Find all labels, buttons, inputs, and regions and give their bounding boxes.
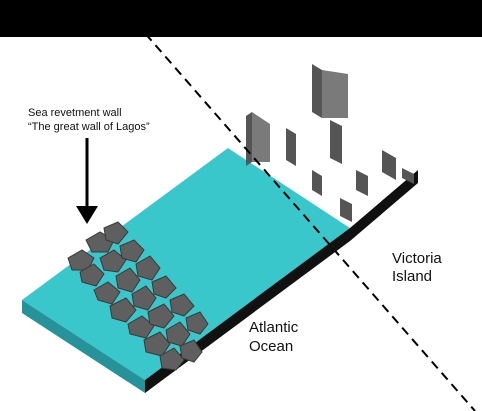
rock [135, 255, 161, 281]
rock [147, 303, 175, 329]
rock [143, 331, 171, 357]
rock [109, 297, 137, 323]
rock [165, 321, 191, 347]
victoria-label-line-2: Island [392, 268, 432, 285]
annotation-arrow-head [76, 206, 98, 224]
rock [169, 293, 195, 317]
rock [115, 267, 141, 293]
building-lower [312, 170, 322, 196]
rock [103, 221, 129, 245]
rock [99, 249, 127, 273]
rock [151, 275, 177, 299]
building-tall [312, 64, 322, 118]
atlantic-label-line-2: Ocean [249, 338, 293, 355]
rock [67, 249, 95, 271]
building-mid [286, 128, 296, 166]
building-tall-face [322, 70, 348, 118]
building-block-b [356, 170, 368, 196]
victoria-label-line-1: Victoria [392, 250, 442, 267]
buildings [246, 64, 414, 222]
rock [93, 281, 121, 305]
revetment-rocks [67, 221, 209, 371]
ocean-slab-front-edge [22, 300, 145, 393]
rock [131, 285, 157, 311]
rock [127, 315, 155, 339]
annotation-line-1: Sea revetment wall [28, 107, 122, 119]
land-slab-side-edge [350, 170, 418, 241]
building-block-a [340, 198, 352, 222]
boundary-dashed-line [115, 0, 476, 411]
atlantic-label-line-1: Atlantic [249, 319, 299, 336]
rock [179, 339, 203, 363]
annotation-line-2: “The great wall of Lagos” [28, 121, 150, 133]
building-left [246, 112, 252, 166]
rock [185, 311, 209, 335]
rock [159, 347, 185, 371]
building-right [382, 150, 396, 180]
rock [79, 263, 105, 287]
building-left-face [252, 112, 270, 162]
land-slab-top [228, 92, 418, 228]
building-center [330, 120, 342, 164]
rock [119, 239, 145, 263]
building-right-small [402, 168, 414, 184]
ocean-slab-top [22, 148, 350, 380]
